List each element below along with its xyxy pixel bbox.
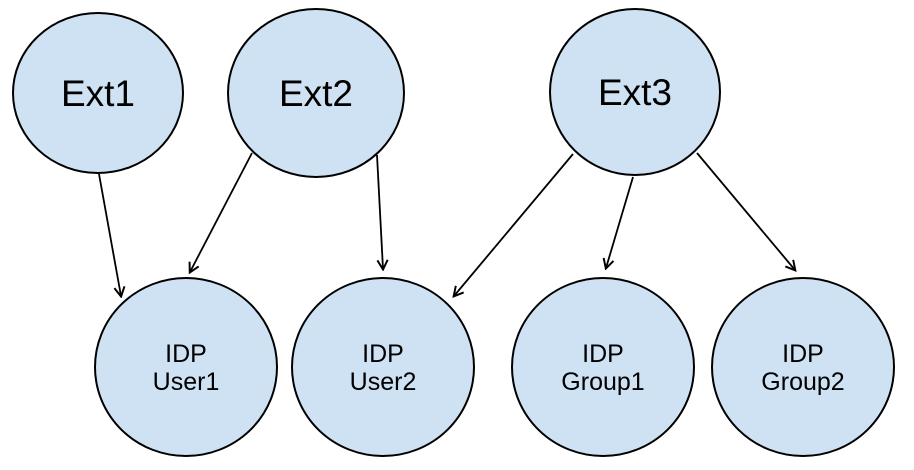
edge-ext3-to-idp-group2 [696,152,795,270]
node-ext1-label-line: Ext1 [61,73,135,114]
edge-ext3-to-idp-user2 [454,153,574,296]
edge-ext3-to-idp-group1 [606,176,634,268]
node-idp-user1-label-line: IDP [165,340,207,368]
node-ext1: Ext1 [12,12,184,174]
node-ext3-label: Ext3 [598,72,672,113]
node-ext2: Ext2 [227,8,405,178]
node-idp-user2-circle [291,277,475,457]
node-idp-group1-circle [511,277,695,457]
node-ext2-label-line: Ext2 [279,73,353,114]
node-idp-group2-circle [711,277,895,457]
node-idp-user1-label-line: User1 [153,368,220,396]
node-ext1-circle [12,12,184,174]
node-ext3-circle [549,8,721,176]
node-idp-group2-label-line: Group2 [761,368,844,396]
edges-layer [98,152,795,296]
node-idp-group2-label-line: IDP [782,340,824,368]
node-ext3-label-line: Ext3 [598,72,672,113]
node-ext2-label: Ext2 [279,73,353,114]
node-ext1-label: Ext1 [61,73,135,114]
node-ext3: Ext3 [549,8,721,176]
node-idp-group1-label-line: Group1 [561,368,644,396]
edge-ext2-to-idp-user1 [190,152,253,272]
node-ext2-circle [227,8,405,178]
node-idp-user2-label-line: IDP [362,340,404,368]
node-idp-user1-circle [94,277,278,457]
node-idp-group1-label-line: IDP [582,340,624,368]
edge-ext2-to-idp-user2 [376,154,383,269]
node-idp-user2-label-line: User2 [350,368,417,396]
edge-ext1-to-idp-user1 [98,173,121,296]
